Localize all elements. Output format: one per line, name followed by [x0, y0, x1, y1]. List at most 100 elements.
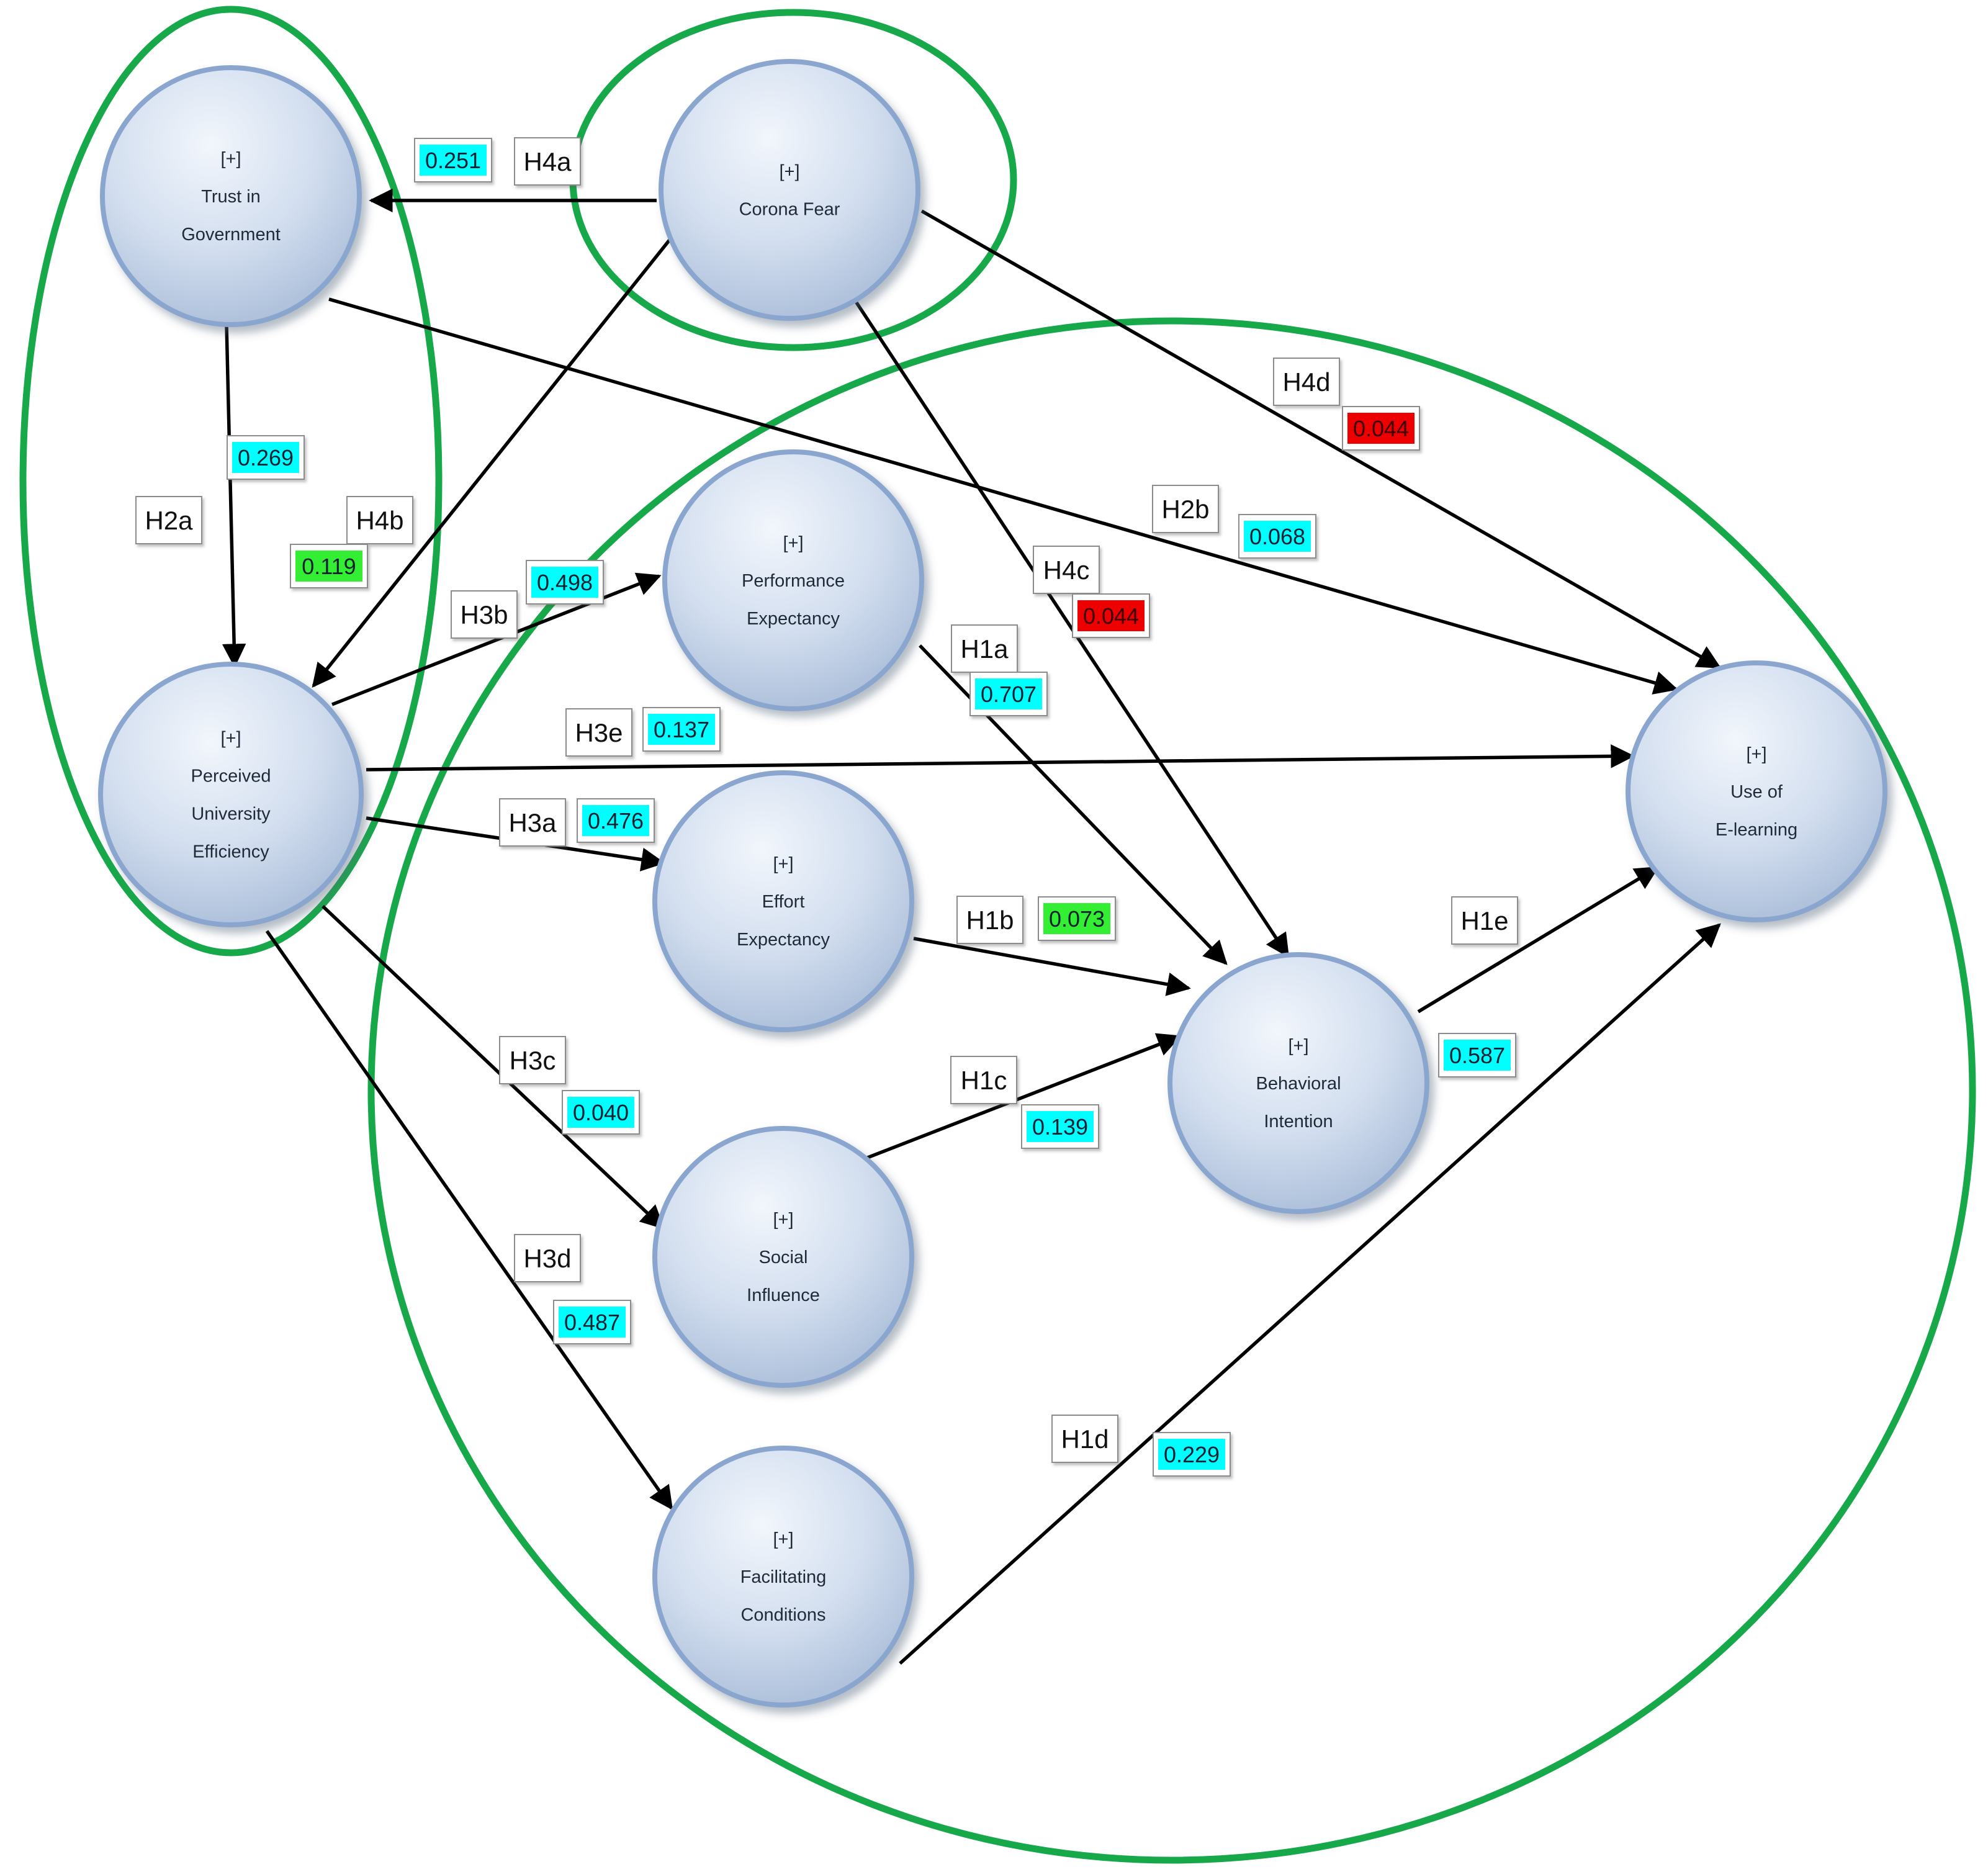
coefficient-highlight [567, 1097, 634, 1128]
node-prefix: [+] [783, 533, 803, 553]
hypothesis-label-h3c: H3c [499, 1036, 566, 1084]
hypothesis-box [514, 137, 581, 186]
node-label-line: Facilitating [740, 1567, 827, 1587]
node-label-line: Performance [742, 571, 845, 591]
coefficient-highlight [1244, 521, 1311, 552]
node-label-line: Behavioral [1256, 1074, 1341, 1094]
group-outline-utaut [367, 317, 1976, 1864]
hypothesis-text: H3e [575, 718, 623, 747]
coefficient-value: 0.229 [1164, 1442, 1220, 1467]
edge-arrow-h1d [899, 923, 1721, 1665]
node-label-line: Intention [1264, 1112, 1333, 1132]
node-circle-effort [652, 770, 914, 1032]
hypothesis-text: H3b [460, 600, 508, 629]
node-label-line: Expectancy [747, 609, 840, 629]
hypothesis-label-h3a: H3a [499, 798, 566, 847]
coefficient-highlight [1347, 413, 1415, 444]
hypothesis-label-h1a: H1a [951, 624, 1018, 673]
coefficient-value: 0.040 [573, 1100, 629, 1125]
path-coefficient-h1e: 0.587 [1438, 1033, 1516, 1078]
group-outlines [19, 6, 1976, 1864]
hypothesis-text: H1a [960, 634, 1009, 664]
hypothesis-box [499, 1036, 566, 1084]
hypothesis-box [951, 624, 1018, 673]
edge-arrow-h3e [366, 744, 1635, 772]
hypothesis-text: H3a [508, 808, 557, 837]
hypothesis-label-h1e: H1e [1451, 896, 1518, 945]
path-coefficient-h4d: 0.044 [1342, 406, 1420, 451]
hypothesis-box [499, 798, 566, 847]
hypothesis-box [1451, 896, 1518, 945]
node-circle-corona [659, 59, 920, 321]
node-label-line: Use of [1730, 782, 1783, 802]
edge-arrow-h2a [222, 325, 246, 668]
edge-arrow-h4d [920, 209, 1722, 669]
coefficient-value: 0.044 [1083, 603, 1139, 629]
node-label-line: Perceived [191, 767, 271, 786]
path-coefficient-h1d: 0.229 [1153, 1432, 1231, 1477]
node-circle-facilitating [652, 1446, 914, 1708]
node-prefix: [+] [773, 854, 793, 874]
path-coefficient-h1c: 0.139 [1021, 1104, 1099, 1149]
path-coefficient-h4b: 0.119 [290, 544, 368, 588]
edge-arrow-h1c [862, 1033, 1182, 1161]
node-label-line: Conditions [740, 1605, 825, 1625]
edge-arrow-h2b [328, 297, 1678, 695]
hypothesis-label-h1b: H1b [956, 896, 1023, 944]
hypothesis-box [950, 1056, 1017, 1104]
path-coefficient-h1a: 0.707 [969, 672, 1048, 716]
edge-arrow-h1e [1417, 866, 1660, 1014]
path-coefficient-h2b: 0.068 [1238, 514, 1316, 559]
coefficient-value: 0.707 [981, 682, 1037, 707]
group-outline-trust-perceived [19, 6, 443, 956]
path-coefficient-h4a: 0.251 [414, 138, 492, 182]
node-prefix: [+] [1288, 1036, 1308, 1056]
coefficient-highlight [1158, 1439, 1225, 1470]
hypothesis-label-h3e: H3e [565, 708, 632, 757]
coefficient-highlight [582, 805, 649, 836]
coefficient-value: 0.137 [654, 717, 709, 742]
coefficient-value: 0.269 [238, 445, 294, 470]
hypothesis-label-h3d: H3d [514, 1234, 581, 1282]
edge-arrow-h3b [331, 572, 662, 706]
node-label-line: Trust in [201, 187, 261, 207]
hypothesis-text: H4d [1282, 367, 1330, 397]
hypothesis-text: H4b [356, 506, 403, 535]
coefficient-value: 0.139 [1032, 1114, 1088, 1140]
node-label-line: Social [759, 1248, 808, 1267]
hypothesis-label-h3b: H3b [451, 590, 518, 639]
coefficient-highlight [975, 678, 1042, 709]
node-prefix: [+] [779, 162, 799, 182]
node-prefix: [+] [773, 1210, 793, 1230]
coefficient-value: 0.073 [1049, 906, 1105, 932]
coefficient-highlight [559, 1307, 626, 1338]
path-coefficient-h3a: 0.476 [577, 798, 655, 843]
path-coefficient-h2a: 0.269 [227, 435, 305, 480]
coefficient-highlight [295, 551, 362, 582]
node-label-line: E-learning [1716, 820, 1797, 840]
hypothesis-box [135, 496, 202, 544]
hypothesis-text: H4a [523, 147, 572, 176]
coefficient-highlight [232, 442, 299, 473]
hypothesis-text: H4c [1043, 556, 1090, 585]
coefficient-value: 0.044 [1353, 416, 1409, 441]
hypothesis-box [514, 1234, 581, 1282]
node-prefix: [+] [220, 149, 241, 169]
coefficient-value: 0.119 [302, 554, 356, 579]
hypothesis-label-h1c: H1c [950, 1056, 1017, 1104]
hypothesis-text: H2a [145, 506, 193, 535]
hypothesis-label-h4c: H4c [1033, 546, 1100, 594]
hypothesis-text: H2b [1161, 495, 1209, 524]
node-circle-performance [662, 449, 924, 711]
coefficient-highlight [1043, 903, 1110, 934]
coefficient-value: 0.068 [1249, 524, 1305, 549]
hypothesis-text: H3c [510, 1046, 556, 1075]
